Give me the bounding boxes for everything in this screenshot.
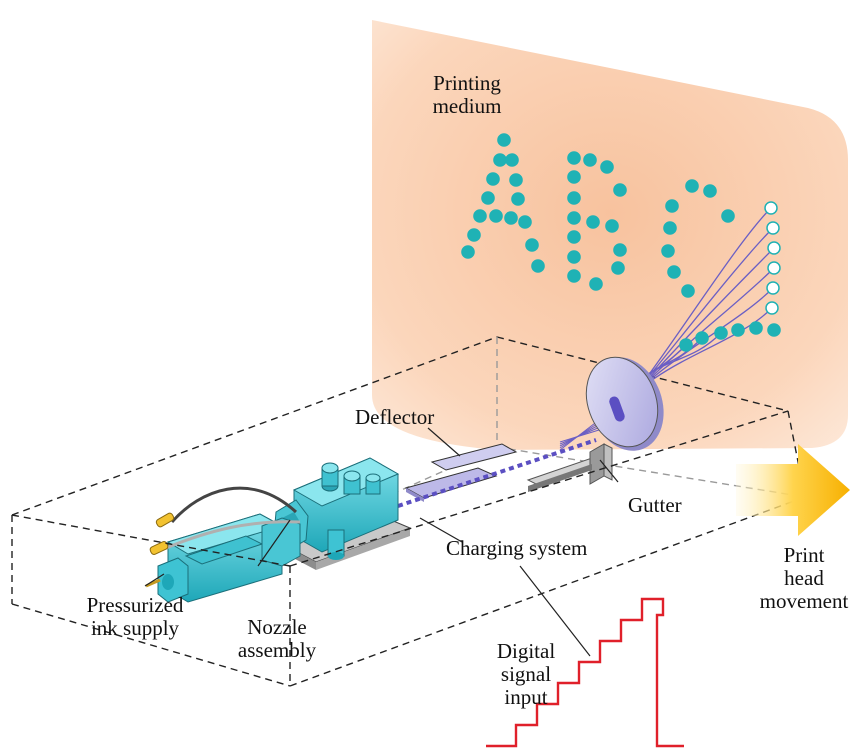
ink-dot-letter-a: [489, 209, 503, 223]
label-gutter: Gutter: [628, 493, 682, 517]
printing-medium-panel: [372, 20, 848, 450]
ink-dot-letter-c: [661, 244, 675, 258]
ink-dot-letter-a: [461, 245, 475, 259]
ink-dot-letter-b: [611, 261, 625, 275]
ink-dot-letter-b: [583, 153, 597, 167]
ink-dot-letter-b: [567, 230, 581, 244]
ink-dot-letter-c: [663, 221, 677, 235]
label-printing-medium: Printing medium: [432, 71, 502, 118]
ink-dot-letter-c: [721, 209, 735, 223]
ink-dot-letter-a: [511, 192, 525, 206]
ink-dot-letter-a: [486, 172, 500, 186]
ink-dot-letter-b: [567, 170, 581, 184]
ink-dot-letter-a: [481, 191, 495, 205]
ink-dot-letter-b: [567, 250, 581, 264]
deflector-plates: [404, 443, 518, 502]
ink-dot-letter-a: [525, 238, 539, 252]
ink-drop-in-flight: [767, 241, 781, 255]
ink-dot-letter-a: [493, 153, 507, 167]
print-head-movement-arrow: [736, 444, 850, 536]
pressurized-ink-supply: [145, 513, 301, 603]
supply-cables: [149, 486, 301, 555]
leader-lines: [144, 427, 619, 657]
label-charging-system: Charging system: [446, 536, 588, 560]
ink-dot-letter-c: [714, 326, 728, 340]
ink-dot-letter-b: [600, 160, 614, 174]
ink-dot-letter-a: [531, 259, 545, 273]
ink-dot-letter-b: [613, 243, 627, 257]
gutter: [526, 443, 613, 492]
ink-dot-letter-a: [467, 228, 481, 242]
ink-dot-letter-b: [605, 219, 619, 233]
ink-drop-in-flight: [766, 281, 780, 295]
ink-dot-letter-a: [505, 153, 519, 167]
label-pressurized-ink-supply: Pressurized ink supply: [86, 593, 184, 640]
nozzle-assembly: [273, 457, 412, 570]
droplet-stream: [397, 438, 597, 508]
label-deflector: Deflector: [355, 405, 435, 429]
ink-drop-in-flight: [766, 221, 780, 235]
ink-dot-letter-b: [586, 215, 600, 229]
ink-dot-letter-c: [681, 284, 695, 298]
staircase-signal: [486, 597, 684, 748]
ink-dot-letter-c: [679, 338, 693, 352]
ink-drop-in-flight: [764, 201, 778, 215]
label-nozzle-assembly: Nozzle assembly: [237, 615, 317, 662]
ink-dot-letter-b: [567, 269, 581, 283]
ink-dot-letter-b: [567, 191, 581, 205]
ink-dot-letter-c: [665, 199, 679, 213]
ink-dot-letter-c: [685, 179, 699, 193]
ink-dot-letter-b: [613, 183, 627, 197]
ink-drop-in-flight: [765, 301, 779, 315]
ink-dot-letter-a: [473, 209, 487, 223]
ink-dot-letter-a: [509, 173, 523, 187]
ink-dot-letter-c: [667, 265, 681, 279]
ink-dot-letter-c: [703, 184, 717, 198]
ink-drop-in-flight: [767, 261, 781, 275]
ink-dot-letter-c: [695, 331, 709, 345]
label-digital-signal-input: Digital signal input: [496, 639, 556, 709]
printed-letters: [461, 133, 781, 352]
ink-dot-letter-b: [589, 277, 603, 291]
ink-dot-letter-c: [731, 323, 745, 337]
charging-electrode-disk: [585, 356, 664, 451]
ink-dot-letter-b: [567, 151, 581, 165]
print-head-box-front: [11, 410, 806, 687]
label-print-head-movement: Print head movement: [759, 543, 849, 613]
ink-dot-letter-a: [518, 215, 532, 229]
ink-dot-letter-a: [497, 133, 511, 147]
ink-dot-letter-a: [504, 211, 518, 225]
ink-dot-letter-c: [749, 321, 763, 335]
ink-dot-letter-b: [567, 211, 581, 225]
ink-dot-letter-c: [767, 323, 781, 337]
